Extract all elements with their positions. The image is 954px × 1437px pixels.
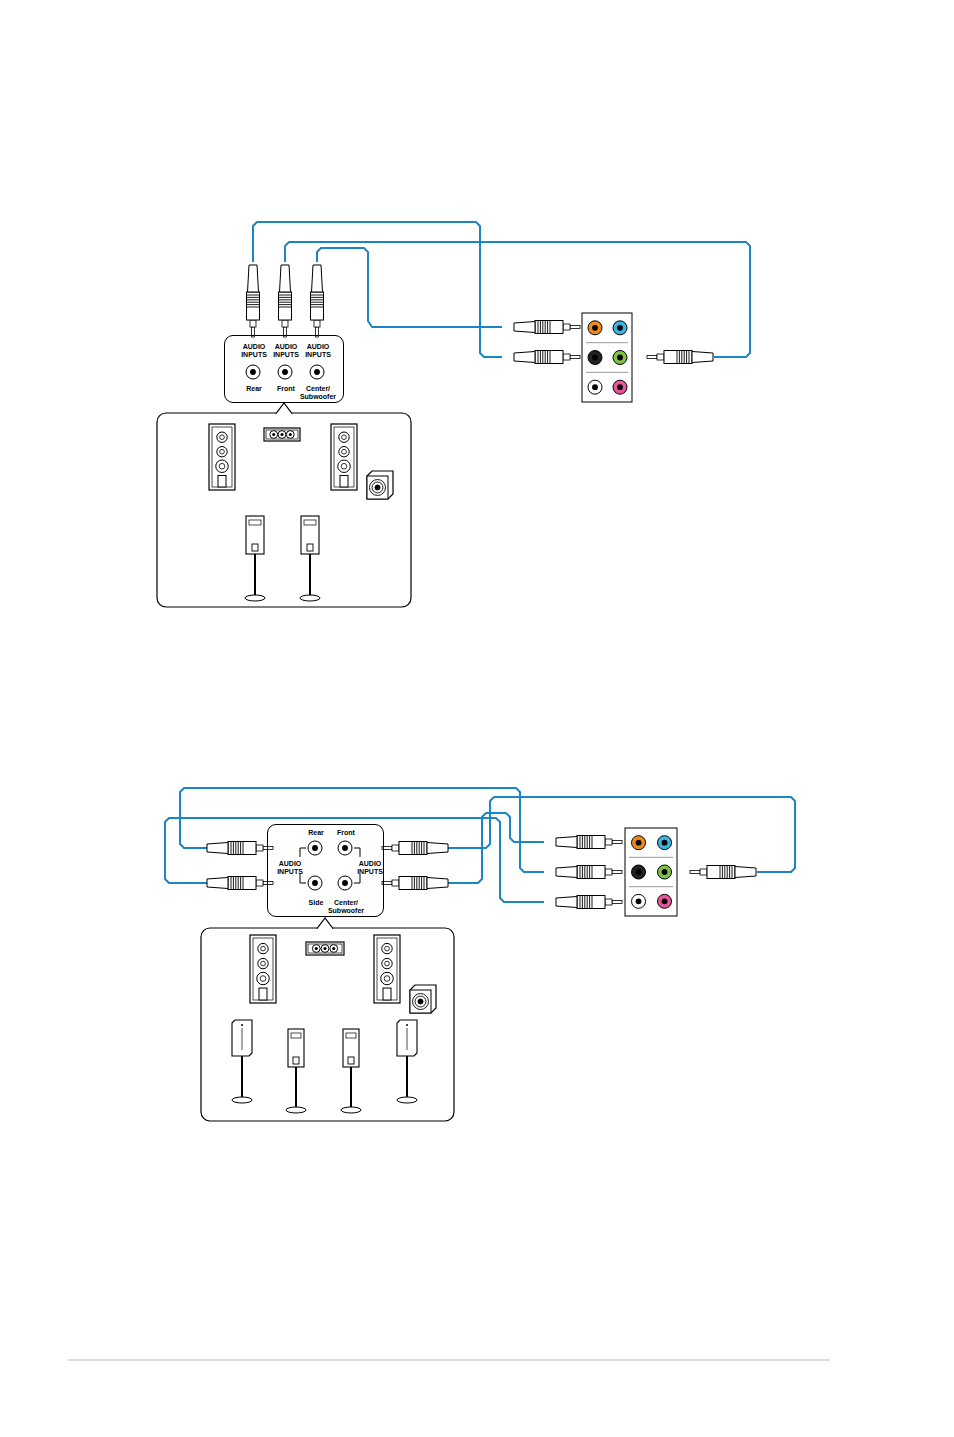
speaker-set-callout	[201, 918, 454, 1121]
satellite-speaker	[300, 516, 320, 601]
audio-plug	[382, 877, 448, 890]
audio-jack	[310, 365, 324, 379]
jack-label: AUDIO INPUTS	[353, 860, 387, 876]
audio-jack	[658, 865, 672, 879]
tower-speaker	[331, 424, 357, 490]
jack-label: AUDIO INPUTS	[237, 343, 271, 359]
jack-label: Rear	[237, 385, 271, 393]
audio-jack	[338, 841, 352, 855]
audio-jack	[632, 865, 646, 879]
audio-jack	[338, 876, 352, 890]
audio-plug	[207, 842, 273, 855]
speaker-input-panel: AUDIO INPUTSAUDIO INPUTSAUDIO INPUTSRear…	[224, 335, 344, 403]
tower-speaker	[374, 935, 400, 1003]
jack-label: AUDIO INPUTS	[269, 343, 303, 359]
audio-plug	[647, 351, 713, 364]
audio-jack	[308, 876, 322, 890]
audio-jack	[246, 365, 260, 379]
audio-jack	[588, 351, 602, 365]
audio-jack	[613, 321, 627, 335]
audio-plug	[207, 877, 273, 890]
audio-plug	[514, 321, 580, 334]
audio-plug	[690, 866, 756, 879]
audio-plug	[311, 265, 324, 337]
speaker-set-callout	[157, 403, 411, 607]
center-speaker	[306, 942, 344, 955]
satellite-speaker	[245, 516, 265, 601]
satellite-speaker	[286, 1029, 306, 1113]
jack-label: Center/ Subwoofer	[295, 385, 341, 401]
satellite-speaker	[397, 1020, 417, 1103]
rear-io-panel	[625, 828, 677, 916]
audio-jack	[613, 351, 627, 365]
jack-label: Center/ Subwoofer	[323, 899, 369, 915]
audio-plug	[514, 351, 580, 364]
audio-cable	[285, 242, 750, 357]
audio-jack	[658, 894, 672, 908]
audio-plug	[556, 836, 622, 849]
rear-io-panel	[582, 313, 632, 402]
jack-label: Side	[301, 899, 331, 907]
audio-jack	[613, 380, 627, 394]
input-bracket	[300, 848, 360, 883]
satellite-speaker	[232, 1020, 252, 1103]
jack-label: Front	[331, 829, 361, 837]
audio-jack	[588, 321, 602, 335]
jack-label: Front	[269, 385, 303, 393]
audio-jack	[278, 365, 292, 379]
audio-cable	[165, 818, 544, 902]
tower-speaker	[209, 424, 235, 490]
audio-jack	[632, 894, 646, 908]
audio-jack	[632, 836, 646, 850]
audio-jack	[308, 841, 322, 855]
speaker-input-panel: RearFrontAUDIO INPUTS AUDIO INPUTS SideCen…	[267, 824, 384, 917]
footer-rule	[68, 1360, 830, 1361]
audio-plug	[279, 265, 292, 337]
jack-label: AUDIO INPUTS	[301, 343, 335, 359]
jack-label: Rear	[301, 829, 331, 837]
center-speaker	[264, 428, 300, 441]
tower-speaker	[250, 935, 276, 1003]
audio-plug	[556, 896, 622, 909]
jack-label: AUDIO INPUTS	[273, 860, 307, 876]
audio-jack	[658, 836, 672, 850]
audio-plug	[556, 866, 622, 879]
audio-jack	[588, 380, 602, 394]
audio-cable	[317, 248, 502, 327]
satellite-speaker	[341, 1029, 361, 1113]
subwoofer	[367, 471, 393, 499]
audio-plug	[247, 265, 260, 337]
subwoofer	[410, 985, 436, 1013]
audio-cable	[448, 797, 795, 872]
audio-plug	[382, 842, 448, 855]
